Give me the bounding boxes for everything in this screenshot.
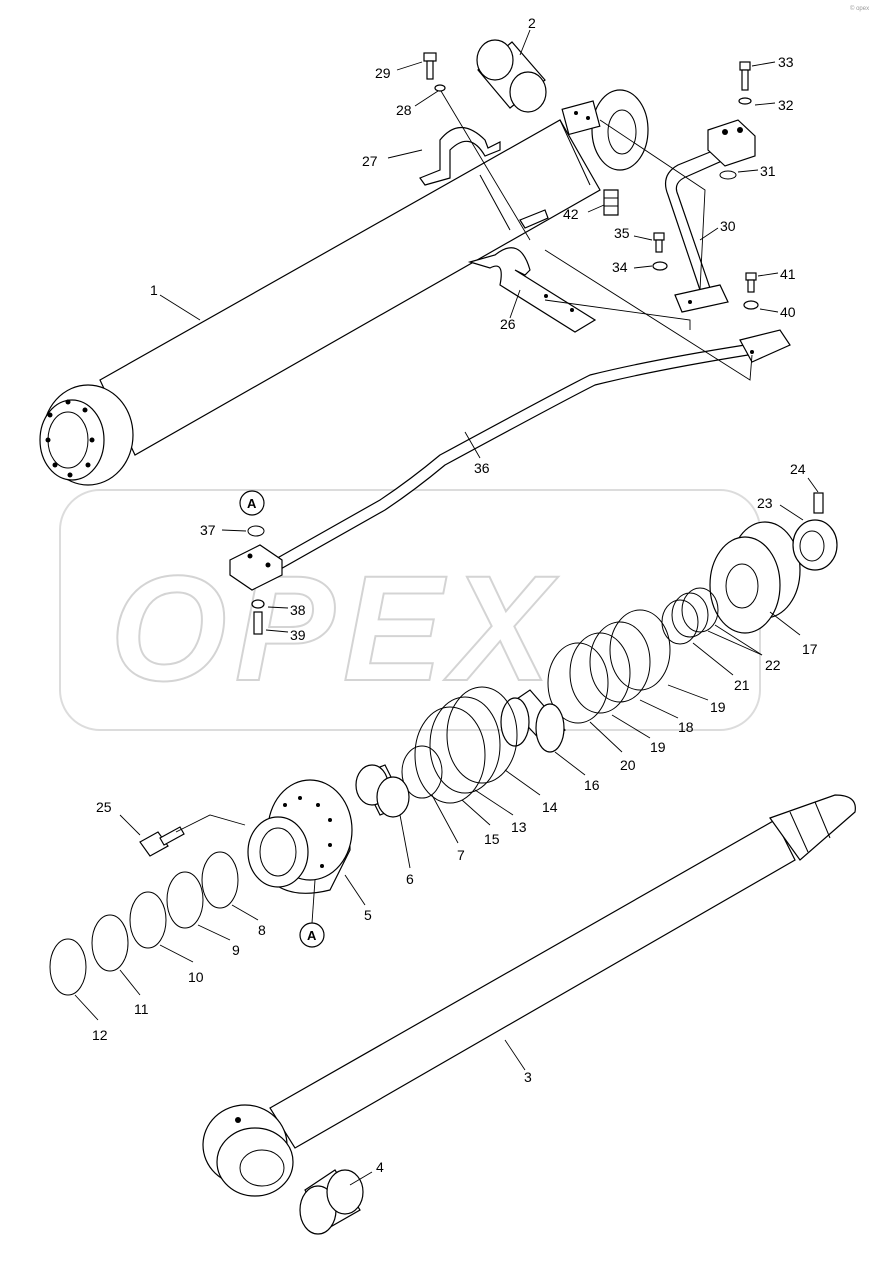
bolt-41[interactable] bbox=[745, 272, 757, 293]
bushing-top[interactable] bbox=[476, 39, 547, 113]
callout-15: 15 bbox=[484, 831, 500, 847]
callout-39: 39 bbox=[290, 627, 306, 643]
callout-28: 28 bbox=[396, 102, 412, 118]
bolt-29[interactable] bbox=[423, 52, 437, 80]
callout-34: 34 bbox=[612, 259, 628, 275]
callout-35: 35 bbox=[614, 225, 630, 241]
corner-code: © opex bbox=[850, 5, 869, 12]
callout-9: 9 bbox=[232, 942, 240, 958]
hydraulic-tube-30[interactable] bbox=[665, 147, 729, 313]
grease-fitting[interactable] bbox=[603, 189, 619, 216]
callout-8: 8 bbox=[258, 922, 266, 938]
seal-ring-21[interactable] bbox=[661, 599, 699, 645]
piston-17[interactable] bbox=[709, 521, 801, 634]
seal-20[interactable] bbox=[547, 642, 609, 724]
washer-40[interactable] bbox=[743, 300, 759, 310]
callout-17: 17 bbox=[802, 641, 818, 657]
reference-mark-lower: A bbox=[299, 922, 325, 948]
callout-27: 27 bbox=[362, 153, 378, 169]
svg-text:A: A bbox=[307, 928, 317, 943]
o-ring-37[interactable] bbox=[247, 525, 265, 537]
callout-3: 3 bbox=[524, 1069, 532, 1085]
tube-block-31[interactable] bbox=[707, 119, 756, 180]
callout-32: 32 bbox=[778, 97, 794, 113]
callout-40: 40 bbox=[780, 304, 796, 320]
svg-text:A: A bbox=[247, 496, 257, 511]
wear-ring-19b[interactable] bbox=[569, 632, 631, 714]
callout-13: 13 bbox=[511, 819, 527, 835]
callout-18: 18 bbox=[678, 719, 694, 735]
callout-19a: 19 bbox=[710, 699, 726, 715]
bushing-6[interactable] bbox=[355, 764, 410, 818]
callout-23: 23 bbox=[757, 495, 773, 511]
callout-5: 5 bbox=[364, 907, 372, 923]
cushion-collar-16[interactable] bbox=[500, 689, 566, 753]
lock-nut-23[interactable] bbox=[792, 519, 838, 571]
wear-ring-19a[interactable] bbox=[609, 609, 671, 691]
clamp-upper[interactable] bbox=[419, 126, 501, 186]
hydraulic-tube-36[interactable] bbox=[229, 329, 791, 591]
bushing-4[interactable] bbox=[299, 1169, 364, 1235]
backup-ring-14[interactable] bbox=[446, 686, 518, 784]
callout-36: 36 bbox=[474, 460, 490, 476]
reference-mark-upper: A bbox=[239, 490, 265, 516]
callout-38: 38 bbox=[290, 602, 306, 618]
callout-19b: 19 bbox=[650, 739, 666, 755]
callout-20: 20 bbox=[620, 757, 636, 773]
o-ring-13[interactable] bbox=[429, 696, 501, 794]
callout-12: 12 bbox=[92, 1027, 108, 1043]
seal-18[interactable] bbox=[589, 621, 651, 703]
callouts: 1 2 3 4 5 6 7 8 9 10 11 12 13 14 15 16 1… bbox=[74, 15, 819, 1186]
cylinder-barrel[interactable] bbox=[39, 89, 649, 486]
callout-42: 42 bbox=[563, 206, 579, 222]
callout-24: 24 bbox=[790, 461, 806, 477]
watermark: OPEX bbox=[59, 489, 761, 731]
leader-lines bbox=[175, 90, 753, 924]
callout-33: 33 bbox=[778, 54, 794, 70]
callout-37: 37 bbox=[200, 522, 216, 538]
callout-10: 10 bbox=[188, 969, 204, 985]
callout-16: 16 bbox=[584, 777, 600, 793]
bolt-39[interactable] bbox=[253, 611, 263, 635]
washer-32[interactable] bbox=[738, 97, 752, 105]
callout-26: 26 bbox=[500, 316, 516, 332]
callout-25: 25 bbox=[96, 799, 112, 815]
callout-30: 30 bbox=[720, 218, 736, 234]
watermark-text: OPEX bbox=[110, 544, 559, 712]
callout-21: 21 bbox=[734, 677, 750, 693]
seal-8[interactable] bbox=[201, 851, 239, 909]
callout-22: 22 bbox=[765, 657, 781, 673]
callout-2: 2 bbox=[528, 15, 536, 31]
callout-14: 14 bbox=[542, 799, 558, 815]
washer-38[interactable] bbox=[251, 599, 265, 609]
set-screw-24[interactable] bbox=[813, 492, 824, 514]
washer-34[interactable] bbox=[652, 261, 668, 271]
callout-41: 41 bbox=[780, 266, 796, 282]
callout-4: 4 bbox=[376, 1159, 384, 1175]
ring-7[interactable] bbox=[401, 745, 443, 799]
callout-7: 7 bbox=[457, 847, 465, 863]
seal-11[interactable] bbox=[91, 914, 129, 972]
seal-10[interactable] bbox=[129, 891, 167, 949]
washer-28[interactable] bbox=[434, 84, 446, 92]
callout-31: 31 bbox=[760, 163, 776, 179]
bolt-33[interactable] bbox=[739, 61, 751, 91]
callout-6: 6 bbox=[406, 871, 414, 887]
seal-9[interactable] bbox=[166, 871, 204, 929]
callout-11: 11 bbox=[134, 1001, 149, 1017]
wiper-12[interactable] bbox=[49, 938, 87, 996]
cylinder-head-5[interactable] bbox=[247, 779, 353, 894]
callout-1: 1 bbox=[150, 282, 158, 298]
bolt-35[interactable] bbox=[653, 232, 665, 253]
piston-rod-3[interactable] bbox=[202, 794, 856, 1197]
seal-ring-22b[interactable] bbox=[681, 587, 719, 633]
backup-ring-15[interactable] bbox=[414, 706, 486, 804]
clamp-bracket[interactable] bbox=[467, 209, 597, 333]
callout-29: 29 bbox=[375, 65, 391, 81]
seal-ring-22a[interactable] bbox=[671, 592, 709, 638]
